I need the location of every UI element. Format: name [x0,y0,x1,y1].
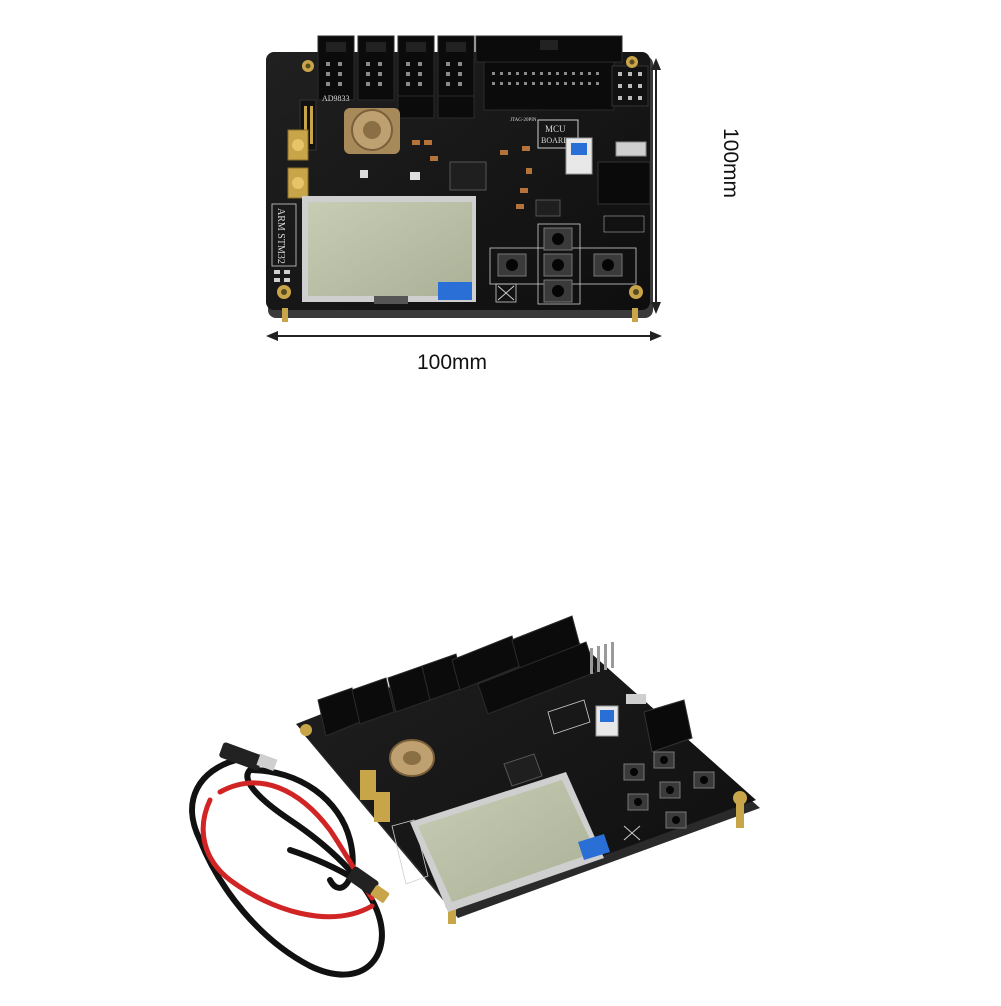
usb-connector [615,141,647,157]
board-top-view: AD9833 JTAG-20PIN MCU BOARD ARM STM32 [266,35,653,322]
jtag-headers [475,35,623,111]
power-cable [189,742,390,978]
pin-header-right [611,65,649,107]
tactile-buttons [489,223,637,305]
sma-connectors [287,129,309,199]
idc-headers-small [317,35,475,119]
blue-push-button [565,137,593,175]
svg-text:ARM STM32: ARM STM32 [275,208,286,264]
silk-arm-stm32: ARM STM32 [271,203,297,267]
smd-left-array [274,270,290,282]
mounting-holes [277,56,643,322]
coin-battery-holder [344,108,400,154]
width-dimension-label: 100mm [417,351,488,374]
height-dimension-label: 100mm [719,128,742,199]
lcd-module [302,196,476,304]
dimension-arrow-vertical [651,58,661,314]
silk-chip-label: AD9833 [322,94,350,103]
silk-jtag-label: JTAG-20PIN [510,118,537,123]
svg-text:MCU: MCU [545,124,566,134]
board-angled-view [296,615,760,924]
svg-text:BOARD: BOARD [541,136,569,145]
mcu-chip [449,161,487,191]
dimension-arrow-horizontal [266,331,662,341]
smd-components [360,140,532,209]
dc-jack [597,161,651,205]
switch-block [603,215,645,233]
regulator-chip [535,199,561,217]
silk-mcu-board: MCU BOARD [537,119,579,149]
